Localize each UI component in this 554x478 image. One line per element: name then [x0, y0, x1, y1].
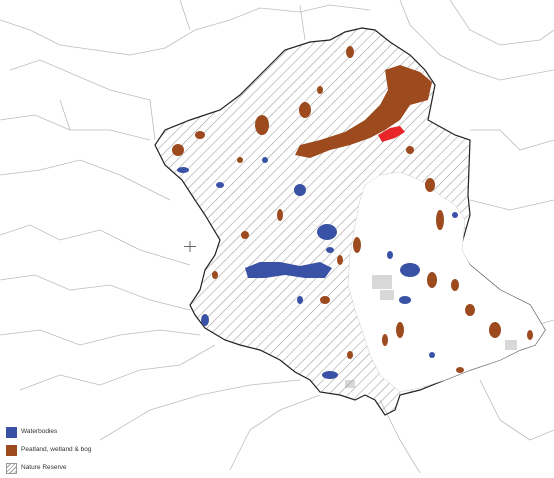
- crosshair-cursor-icon: [184, 241, 196, 252]
- legend-item-waterbodies: Waterbodies: [6, 424, 126, 440]
- map-legend: Waterbodies Peatland, wetland & bog Natu…: [6, 424, 126, 478]
- nature-reserve-swatch: [6, 462, 17, 474]
- peatland-swatch: [6, 444, 17, 456]
- highlight-patch: [378, 126, 405, 142]
- legend-item-peatland: Peatland, wetland & bog: [6, 442, 126, 458]
- peatland-patches: [172, 46, 533, 373]
- legend-label: Peatland, wetland & bog: [21, 445, 92, 453]
- legend-item-nature-reserve: Nature Reserve: [6, 460, 126, 476]
- waterbody-patches: [177, 157, 458, 379]
- legend-label: Nature Reserve: [21, 463, 67, 471]
- waterbodies-swatch: [6, 426, 17, 438]
- legend-label: Waterbodies: [21, 427, 58, 435]
- urban-texture: [345, 275, 517, 388]
